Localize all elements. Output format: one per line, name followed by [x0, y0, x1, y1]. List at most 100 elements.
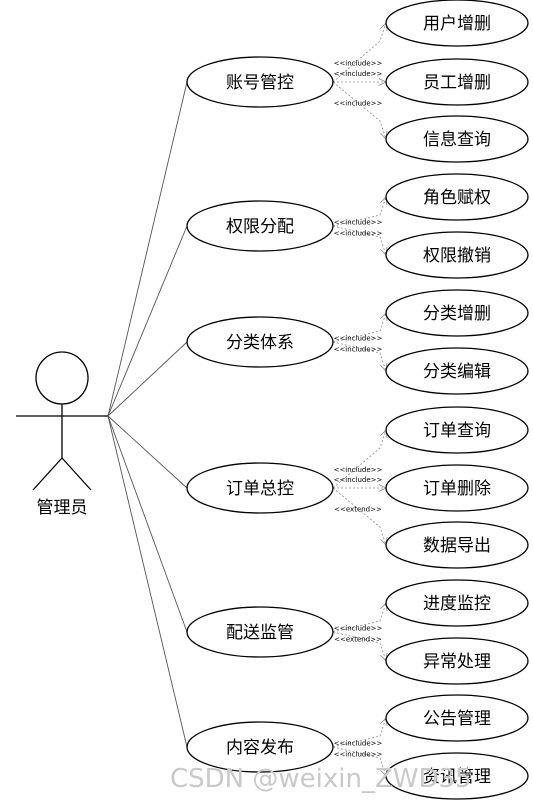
use-case-item-shape	[385, 694, 529, 742]
association-line	[107, 81, 188, 417]
dependency-line	[332, 225, 387, 256]
use-case-module-shape	[186, 56, 334, 108]
use-case-item-shape	[385, 464, 529, 512]
relation-label: <<include>>	[334, 100, 383, 108]
relation-label: <<include>>	[334, 466, 383, 474]
use-case-item: 异常处理	[385, 637, 529, 685]
use-case-module: 订单总控	[186, 462, 334, 514]
use-case-item-label: 订单查询	[423, 421, 491, 441]
use-case-module-shape	[186, 606, 334, 658]
association-line	[107, 415, 188, 748]
use-case-module-shape	[186, 200, 334, 252]
relation-label: <<include>>	[334, 751, 383, 759]
use-case-item-shape	[385, 0, 529, 47]
relation-label: <<include>>	[334, 70, 383, 78]
use-case-module-label: 配送监管	[226, 623, 294, 643]
relation-label: <<include>>	[334, 219, 383, 227]
actor-label: 管理员	[37, 498, 88, 518]
relation-label: <<include>>	[334, 740, 383, 748]
use-case-item-label: 资讯管理	[423, 767, 491, 787]
dependency-line	[332, 312, 387, 343]
use-case-item: 分类编辑	[385, 347, 529, 395]
use-case-module-label: 订单总控	[226, 479, 294, 499]
watermark: CSDN @weixin_ZWD35	[170, 764, 472, 794]
use-case-item-label: 分类编辑	[423, 362, 491, 382]
use-case-item: 角色赋权	[385, 173, 529, 221]
use-case-module-label: 权限分配	[226, 217, 294, 237]
use-case-item-label: 分类增删	[423, 304, 491, 324]
actor-head	[35, 351, 89, 405]
dependency-line	[332, 196, 387, 227]
actor-left-leg	[32, 457, 63, 491]
use-case-item-label: 用户增删	[423, 14, 491, 34]
association-line	[107, 341, 188, 417]
dependency-line	[332, 602, 387, 633]
use-case-item: 信息查询	[385, 115, 529, 163]
dependency-line	[332, 487, 387, 546]
use-case-module: 分类体系	[186, 316, 334, 368]
use-case-item: 用户增删	[385, 0, 529, 47]
dependency-line	[332, 429, 387, 489]
actor-right-leg	[61, 457, 92, 491]
relation-label: <<include>>	[334, 346, 383, 354]
use-case-item-shape	[385, 637, 529, 685]
dependency-line	[332, 631, 387, 662]
use-case-item-shape	[385, 347, 529, 395]
use-case-item: 订单查询	[385, 406, 529, 454]
relation-label: <<include>>	[334, 335, 383, 343]
dependency-line	[332, 22, 387, 83]
relation-label: <<include>>	[334, 625, 383, 633]
use-case-item-shape	[385, 752, 529, 800]
use-case-item: 公告管理	[385, 694, 529, 742]
use-case-item-label: 信息查询	[423, 130, 491, 150]
association-line	[107, 225, 188, 417]
use-case-item-shape	[385, 289, 529, 337]
use-case-item-shape	[385, 406, 529, 454]
relation-label: <<include>>	[334, 60, 383, 68]
dependency-line	[332, 746, 387, 777]
use-case-item-shape	[385, 58, 529, 106]
association-line	[107, 415, 188, 489]
use-case-item-label: 数据导出	[423, 536, 491, 556]
use-case-item: 资讯管理	[385, 752, 529, 800]
use-case-item: 分类增删	[385, 289, 529, 337]
use-case-item: 数据导出	[385, 521, 529, 569]
use-case-module-shape	[186, 721, 334, 773]
use-case-module-shape	[186, 462, 334, 514]
use-case-module-label: 内容发布	[226, 738, 294, 758]
use-case-item-shape	[385, 579, 529, 627]
use-case-item-label: 权限撤销	[423, 246, 491, 266]
relation-label: <<extend>>	[334, 506, 382, 514]
dependency-line	[332, 717, 387, 748]
use-case-module: 账号管控	[186, 56, 334, 108]
use-case-item: 员工增删	[385, 58, 529, 106]
use-case-item-shape	[385, 173, 529, 221]
use-case-module-label: 账号管控	[226, 73, 294, 93]
relation-label: <<extend>>	[334, 636, 382, 644]
actor-figure: 管理员	[16, 351, 108, 518]
association-lines: <<include>> <<include>> <<include>> <<inclu…	[107, 22, 388, 777]
use-case-item: 订单删除	[385, 464, 529, 512]
relation-label: <<include>>	[334, 230, 383, 238]
use-case-module: 内容发布	[186, 721, 334, 773]
dependency-line	[332, 81, 387, 140]
use-case-item: 权限撤销	[385, 231, 529, 279]
use-case-item: 进度监控	[385, 579, 529, 627]
use-case-item-shape	[385, 115, 529, 163]
use-case-item-label: 角色赋权	[423, 188, 491, 208]
use-case-item-shape	[385, 521, 529, 569]
dependency-line	[332, 341, 387, 372]
use-case-module-label: 分类体系	[226, 333, 294, 353]
association-line	[107, 415, 188, 633]
use-case-item-label: 公告管理	[423, 709, 491, 729]
relation-label: <<include>>	[334, 476, 383, 484]
use-case-item-label: 订单删除	[423, 479, 491, 499]
use-case-module: 配送监管	[186, 606, 334, 658]
use-case-item-label: 异常处理	[423, 652, 491, 672]
use-case-module: 权限分配	[186, 200, 334, 252]
use-case-module-shape	[186, 316, 334, 368]
use-case-item-label: 进度监控	[423, 594, 491, 614]
use-case-item-shape	[385, 231, 529, 279]
